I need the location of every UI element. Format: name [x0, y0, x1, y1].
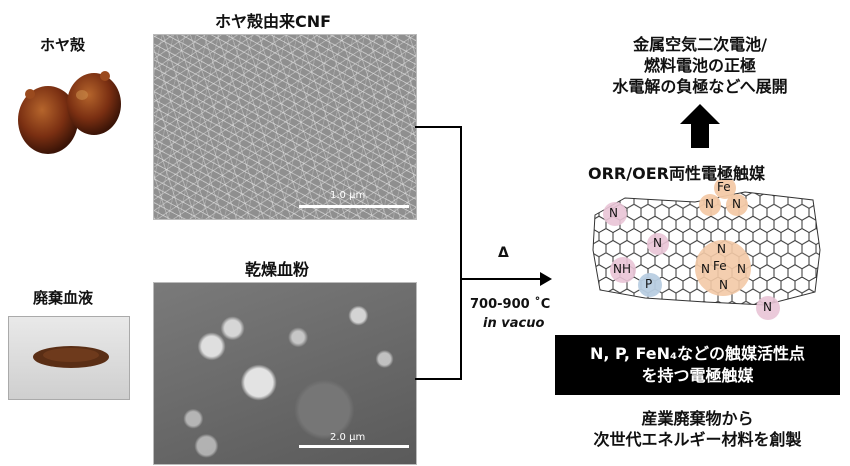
atom-fe-center: Fe	[713, 259, 727, 273]
atom-fe-top: Fe	[717, 180, 731, 194]
cnf-scale-bar	[299, 205, 409, 208]
cnf-scale-label: 1.0 µm	[330, 190, 365, 201]
blood-scale-bar	[299, 445, 409, 448]
atom-n-top-right: N	[732, 197, 741, 211]
atom-nh: NH	[613, 262, 631, 276]
atom-n-fe4-left: N	[701, 262, 710, 276]
atom-n-top-left: N	[705, 197, 714, 211]
active-site-box: N, P, FeN₄などの触媒活性点 を持つ電極触媒	[555, 335, 840, 395]
up-arrow-icon	[680, 104, 720, 148]
process-arrow-head	[540, 272, 552, 286]
cnf-sem-image: 1.0 µm	[153, 34, 417, 220]
atom-n-fe4-top: N	[717, 242, 726, 256]
blood-powder-photo	[8, 316, 130, 400]
footer-line-2: 次世代エネルギー材料を創製	[555, 429, 840, 450]
application-line-3: 水電解の負極などへ展開	[560, 76, 840, 97]
sea-squirt-photo	[10, 62, 125, 162]
active-site-line-1: N, P, FeN₄などの触媒活性点	[555, 343, 840, 365]
connector-bottom	[415, 378, 461, 380]
process-arrow-shaft	[460, 278, 542, 280]
atom-n-fe4-bottom: N	[719, 278, 728, 292]
applications-text: 金属空気二次電池/ 燃料電池の正極 水電解の負極などへ展開	[560, 34, 840, 97]
footer-text: 産業廃棄物から 次世代エネルギー材料を創製	[555, 408, 840, 450]
atom-n-edge: N	[763, 300, 772, 314]
footer-line-1: 産業廃棄物から	[555, 408, 840, 429]
atom-n-fe4-right: N	[737, 262, 746, 276]
atom-p: P	[645, 277, 652, 291]
application-line-1: 金属空気二次電池/	[560, 34, 840, 55]
application-line-2: 燃料電池の正極	[560, 55, 840, 76]
blood-scale-label: 2.0 µm	[330, 432, 365, 443]
temperature-label: 700-900 ˚C	[470, 297, 550, 312]
heat-symbol: Δ	[498, 245, 509, 261]
catalyst-structure: N N NH P N Fe N N N N Fe N N	[585, 180, 825, 320]
waste-blood-label: 廃棄血液	[33, 287, 93, 308]
sea-squirt-label: ホヤ殻	[40, 34, 85, 55]
condition-label: in vacuo	[483, 316, 544, 331]
active-site-line-2: を持つ電極触媒	[555, 365, 840, 387]
cnf-title: ホヤ殻由来CNF	[215, 8, 331, 32]
atom-n-1: N	[609, 206, 618, 220]
connector-top	[415, 126, 461, 128]
dried-blood-title: 乾燥血粉	[245, 256, 309, 280]
blood-sem-image: 2.0 µm	[153, 282, 417, 465]
atom-n-2: N	[653, 236, 662, 250]
connector-vertical	[460, 126, 462, 380]
